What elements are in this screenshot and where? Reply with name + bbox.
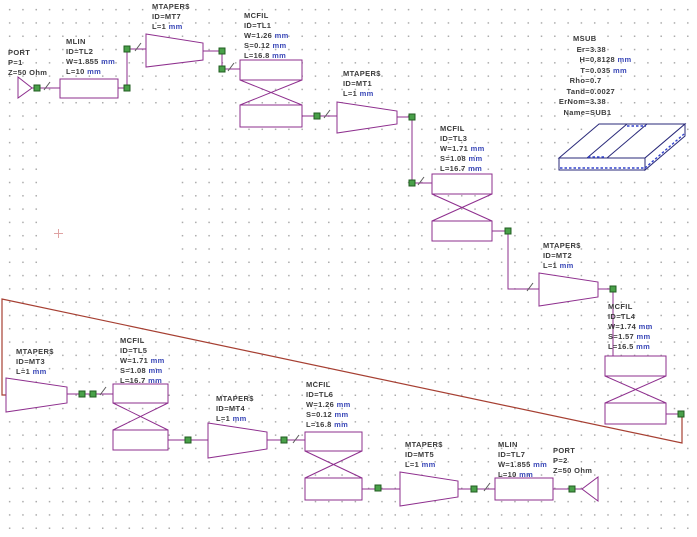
wire-node[interactable] bbox=[184, 436, 192, 444]
mcfil-tl1-bottom-bar[interactable] bbox=[239, 104, 303, 128]
mcfil-tl6-top-bar[interactable] bbox=[304, 431, 363, 452]
wire-tick bbox=[292, 434, 300, 444]
wire-tick bbox=[134, 42, 142, 52]
wire-node[interactable] bbox=[78, 390, 86, 398]
wire-tick bbox=[323, 109, 331, 119]
mcfil-tl3-cross-b bbox=[431, 193, 493, 222]
mlin-tl7[interactable] bbox=[494, 477, 554, 501]
taper-mt1[interactable] bbox=[336, 101, 398, 134]
port-2[interactable] bbox=[581, 476, 599, 502]
mcfil-tl1-top-bar[interactable] bbox=[239, 59, 303, 81]
wire-tick bbox=[483, 482, 491, 492]
wire-node[interactable] bbox=[374, 484, 382, 492]
wire-node[interactable] bbox=[568, 485, 576, 493]
wire-node[interactable] bbox=[280, 436, 288, 444]
wire-node[interactable] bbox=[504, 227, 512, 235]
msub-param-tand: Tand=0.0027 bbox=[566, 86, 616, 96]
mcfil-tl6-bottom-bar[interactable] bbox=[304, 477, 363, 501]
blank-area bbox=[44, 110, 181, 264]
wire-tl3-mt2[interactable] bbox=[492, 230, 539, 290]
wire-node[interactable] bbox=[677, 410, 685, 418]
taper-mt3[interactable] bbox=[5, 377, 68, 413]
msub-param-h: H=0.8128 mm bbox=[579, 55, 632, 64]
msub-title: MSUB bbox=[573, 34, 597, 43]
msub-param-name: Name=SUB1 bbox=[563, 107, 612, 117]
msub-param-rho: Rho=0.7 bbox=[569, 76, 602, 85]
mcfil-tl5-bottom-bar[interactable] bbox=[112, 429, 169, 451]
port-1[interactable] bbox=[17, 75, 33, 99]
msub-param-t: T=0.035 mm bbox=[580, 65, 627, 75]
taper-mt7[interactable] bbox=[145, 33, 204, 68]
wire-node[interactable] bbox=[89, 390, 97, 398]
wire-node[interactable] bbox=[33, 84, 41, 92]
mcfil-tl5-top-bar[interactable] bbox=[112, 383, 169, 404]
wire-mt7-tl1[interactable] bbox=[203, 50, 240, 70]
mcfil-tl5-cross-b bbox=[112, 402, 169, 431]
microstrip-trace bbox=[585, 123, 649, 159]
mcfil-tl3-bottom-bar[interactable] bbox=[431, 220, 493, 242]
wire-tick bbox=[417, 176, 425, 186]
wire-node[interactable] bbox=[313, 112, 321, 120]
mcfil-tl6-cross-b bbox=[304, 450, 363, 479]
feedback-wire[interactable] bbox=[1, 298, 683, 444]
wire-node[interactable] bbox=[123, 84, 131, 92]
wire-mlin-mt7[interactable] bbox=[118, 48, 146, 89]
wire-node[interactable] bbox=[408, 113, 416, 121]
mcfil-tl4-top-bar[interactable] bbox=[604, 355, 667, 377]
wire-node[interactable] bbox=[408, 179, 416, 187]
wire-tick bbox=[99, 386, 107, 396]
wire-node[interactable] bbox=[123, 45, 131, 53]
msub-param-er: Er=3.38 bbox=[576, 44, 606, 54]
substrate-3d-icon[interactable] bbox=[553, 116, 693, 178]
wire-node[interactable] bbox=[470, 485, 478, 493]
mcfil-tl4-bottom-bar[interactable] bbox=[604, 402, 667, 425]
taper-mt2[interactable] bbox=[538, 272, 599, 307]
wire-mt1-tl3[interactable] bbox=[397, 116, 432, 184]
wire-tick bbox=[227, 62, 235, 72]
mcfil-tl3-top-bar[interactable] bbox=[431, 173, 493, 195]
taper-mt5[interactable] bbox=[399, 471, 459, 507]
wire-tick bbox=[43, 81, 51, 91]
wire-node[interactable] bbox=[218, 47, 226, 55]
wire-node[interactable] bbox=[609, 285, 617, 293]
cursor-cross-mark bbox=[54, 229, 63, 238]
mcfil-tl1-cross-b bbox=[239, 79, 303, 106]
wire-node[interactable] bbox=[218, 65, 226, 73]
taper-mt4[interactable] bbox=[207, 422, 268, 459]
mcfil-tl4-cross-b bbox=[604, 375, 667, 404]
msub-param-ernom: ErNom=3.38 bbox=[558, 97, 606, 106]
wire-tick bbox=[526, 282, 534, 292]
mlin-tl2[interactable] bbox=[59, 78, 119, 99]
